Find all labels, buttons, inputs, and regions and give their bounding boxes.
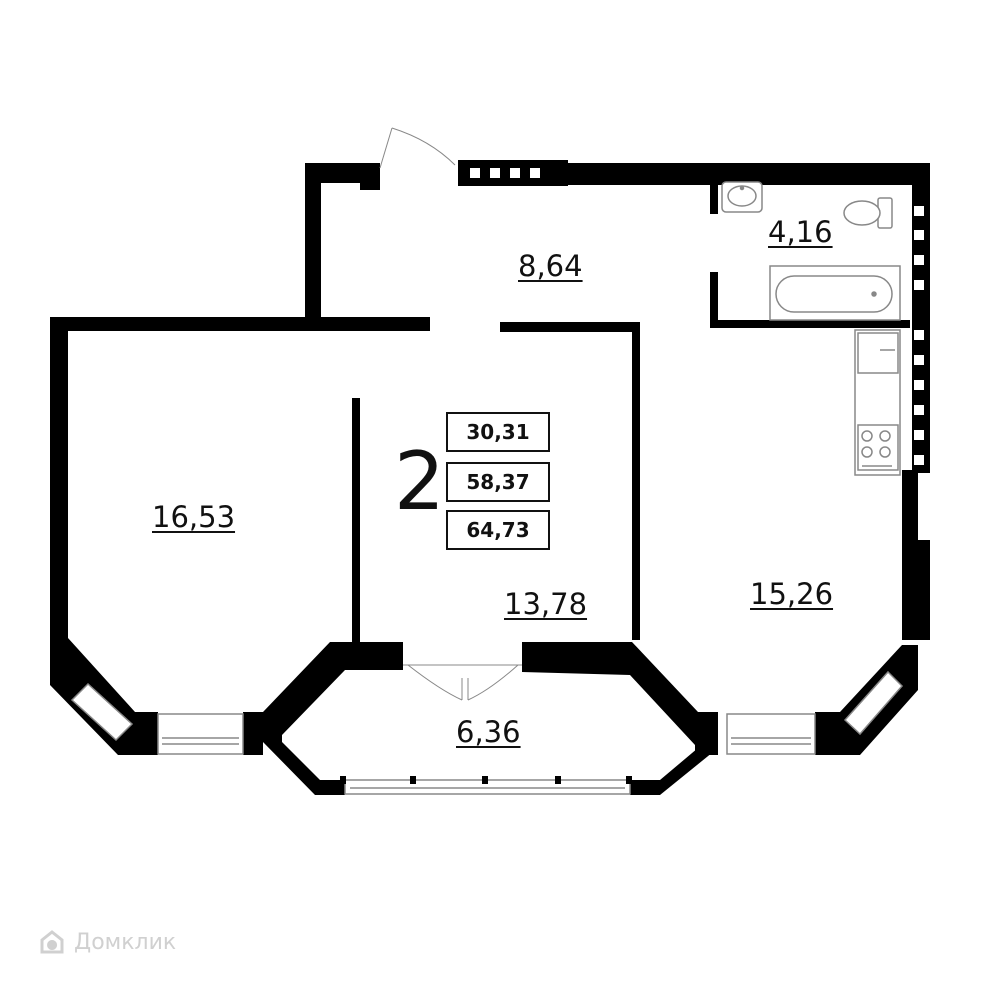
bedroom-left-area-label: 16,53 [152, 500, 236, 534]
total-with-balcony-area-box: 64,73 [446, 510, 550, 550]
total-area-box: 58,37 [446, 462, 550, 502]
room-count: 2 [394, 435, 445, 528]
watermark: Домклик [38, 928, 176, 956]
bathroom-area-label: 4,16 [768, 215, 833, 249]
entry-squares [470, 168, 540, 178]
loggia-area-label: 6,36 [456, 715, 521, 749]
hall-area-label: 8,64 [518, 249, 583, 283]
kitchen-area-label: 15,26 [750, 577, 834, 611]
right-windows [914, 206, 924, 465]
living-area-box: 30,31 [446, 412, 550, 452]
loggia-doors [403, 664, 522, 701]
kitchen-fixtures [854, 329, 901, 476]
entry-door [379, 127, 456, 169]
bathroom-fixtures [721, 181, 901, 321]
bedroom-middle-area-label: 13,78 [504, 587, 588, 621]
house-logo-icon [40, 930, 64, 954]
watermark-text: Домклик [74, 929, 177, 955]
window-posts [340, 776, 632, 784]
